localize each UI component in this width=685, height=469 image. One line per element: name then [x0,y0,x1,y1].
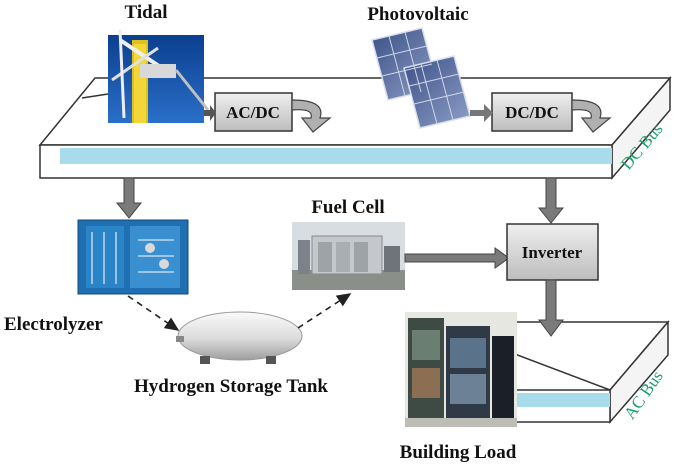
building-load-label: Building Load [400,442,517,463]
ac-dc-curved-arrow [291,99,332,133]
ac-bus-platform: AC Bus [429,319,670,425]
inverter-to-acbus-arrow [538,279,564,337]
fuelcell-to-inverter-arrow [404,247,510,269]
building-image [405,312,517,427]
photovoltaic-label: Photovoltaic [367,4,468,25]
dc-bus-bar [60,148,612,164]
electrolyzer-label: Electrolyzer [4,314,103,335]
inverter-label: Inverter [522,243,583,262]
ac-dc-converter: AC/DC [214,92,293,132]
fuel-cell-image [292,222,405,290]
tidal-turbine-image [81,29,210,123]
pv-to-dcdc-arrow [470,104,493,122]
hydrogen-tank-label: Hydrogen Storage Tank [134,376,328,397]
tidal-label: Tidal [125,2,168,23]
ac-dc-label: AC/DC [226,103,280,122]
ac-bus-bar [512,393,610,407]
hydrogen-tank-image [176,311,303,364]
dcbus-to-inverter-arrow [537,177,565,224]
electrolyzer-image [77,219,189,295]
fuel-cell-label: Fuel Cell [311,197,384,218]
electrolyzer-to-tank-dashed-arrow [127,295,180,331]
dc-dc-label: DC/DC [505,103,559,122]
dc-dc-curved-arrow [571,99,612,133]
dc-dc-converter: DC/DC [491,92,573,132]
dcbus-to-electrolyzer-arrow [115,177,143,219]
tidal-to-acdc-arrow [204,105,216,121]
inverter-box: Inverter [506,223,599,281]
tank-to-fuelcell-dashed-arrow [297,293,352,329]
